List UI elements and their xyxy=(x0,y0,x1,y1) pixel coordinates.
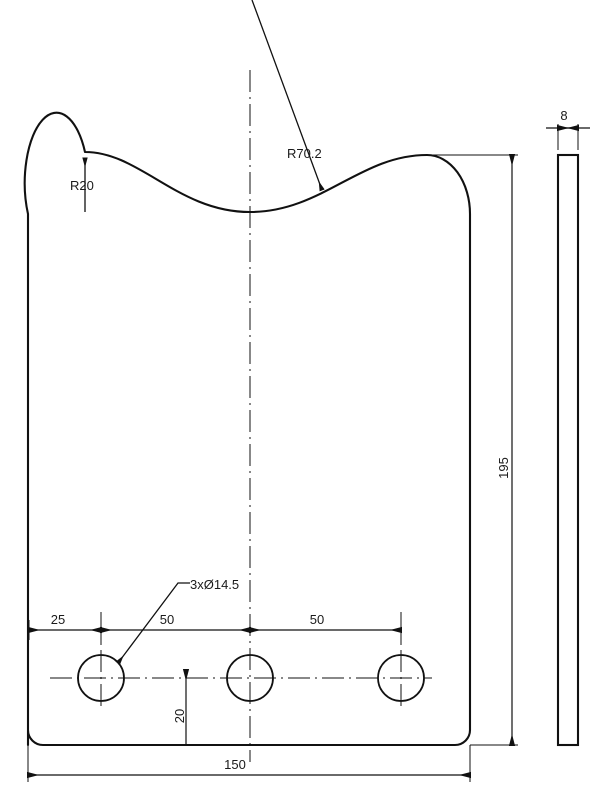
dim-8: 8 xyxy=(546,108,590,150)
dim-195: 195 xyxy=(427,154,518,746)
dim-50-left: 50 xyxy=(100,612,251,634)
hole-center xyxy=(226,654,274,702)
dim-50-right: 50 xyxy=(249,612,402,634)
dim-50-right-label: 50 xyxy=(310,612,324,627)
hole-right xyxy=(377,650,425,706)
dim-150-label: 150 xyxy=(224,757,246,772)
dim-150: 150 xyxy=(27,745,471,782)
dim-50-left-label: 50 xyxy=(160,612,174,627)
hole-callout-label: 3xØ14.5 xyxy=(190,577,239,592)
front-view-outline xyxy=(23,111,472,747)
dim-20-label: 20 xyxy=(172,709,187,723)
dim-25: 25 xyxy=(28,612,102,634)
dim-195-label: 195 xyxy=(496,457,511,479)
dim-8-label: 8 xyxy=(560,108,567,123)
dim-20: 20 xyxy=(172,669,190,745)
radius-r20-label: R20 xyxy=(70,178,94,193)
hole-left xyxy=(77,650,125,706)
dim-25-label: 25 xyxy=(51,612,65,627)
side-view-outline xyxy=(556,153,580,747)
dim-chain-extension-lines xyxy=(28,612,402,645)
radius-r70-leader xyxy=(251,0,325,192)
hole-callout-leader xyxy=(115,582,190,666)
radius-r70-label: R70.2 xyxy=(287,146,322,161)
